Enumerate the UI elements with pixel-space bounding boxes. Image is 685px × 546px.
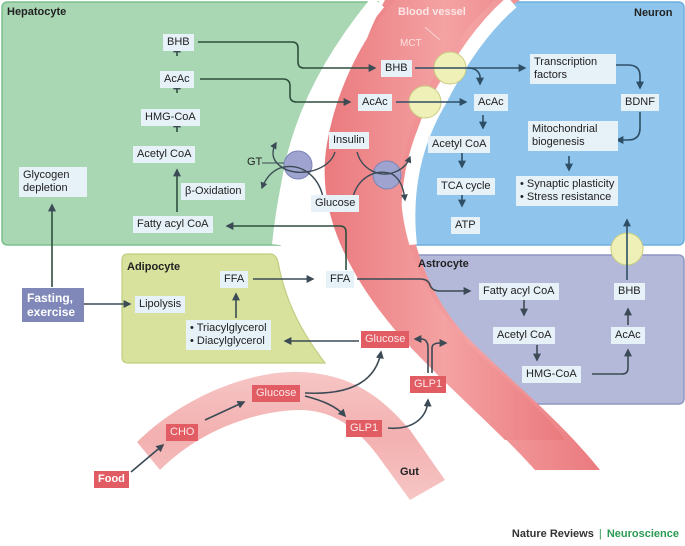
outcome-item: • Stress resistance bbox=[520, 191, 612, 203]
astrocyte-title: Astrocyte bbox=[418, 258, 469, 270]
adipocyte-region bbox=[121, 253, 327, 364]
outcome-item: • Synaptic plasticity bbox=[520, 178, 615, 190]
journal-section: Neuroscience bbox=[606, 528, 679, 540]
astrocyte-hmg-coa: HMG-CoA bbox=[522, 366, 581, 383]
mct-label: MCT bbox=[400, 38, 422, 49]
adipocyte-ffa: FFA bbox=[220, 271, 249, 288]
hepatocyte-hmg-coa: HMG-CoA bbox=[141, 109, 200, 126]
blood-glucose: Glucose bbox=[311, 195, 360, 212]
neuron-acac: AcAc bbox=[474, 94, 508, 111]
gut-title: Gut bbox=[400, 466, 419, 478]
gut-glucose: Glucose bbox=[252, 385, 301, 402]
neuron-acetyl-coa: Acetyl CoA bbox=[428, 136, 491, 153]
neuron-outcomes: • Synaptic plasticity • Stress resistanc… bbox=[516, 176, 619, 206]
gt-transporter-hepatocyte bbox=[283, 150, 313, 180]
blood-vessel-title: Blood vessel bbox=[398, 6, 466, 18]
glycerol-item: • Triacylglycerol bbox=[190, 322, 267, 334]
gut-glp1: GLP1 bbox=[346, 420, 383, 437]
astrocyte-acetyl-coa: Acetyl CoA bbox=[493, 327, 556, 344]
blood-ffa: FFA bbox=[326, 271, 355, 288]
neuron-atp: ATP bbox=[451, 217, 480, 234]
blood-insulin: Insulin bbox=[329, 132, 369, 149]
beta-oxidation-label: β-Oxidation bbox=[181, 183, 246, 200]
neuron-title: Neuron bbox=[634, 7, 673, 19]
neuron-bdnf: BDNF bbox=[621, 94, 659, 111]
blood-bhb: BHB bbox=[381, 60, 412, 77]
glycerol-item: • Diacylglycerol bbox=[190, 335, 265, 347]
blood-glp1: GLP1 bbox=[410, 376, 447, 393]
journal-separator: | bbox=[598, 528, 602, 540]
adipocyte-lipolysis: Lipolysis bbox=[135, 296, 186, 313]
adipocyte-title: Adipocyte bbox=[127, 261, 181, 273]
adipocyte-glycerols: • Triacylglycerol • Diacylglycerol bbox=[186, 320, 271, 350]
fasting-exercise-label: Fasting, exercise bbox=[22, 288, 84, 322]
hepatocyte-acac: AcAc bbox=[160, 71, 194, 88]
blood-glucose-red: Glucose bbox=[361, 331, 410, 348]
blood-acac: AcAc bbox=[358, 94, 392, 111]
astrocyte-fatty-acyl-coa: Fatty acyl CoA bbox=[479, 283, 559, 300]
gut-band bbox=[137, 371, 445, 500]
neuron-transcription-factors: Transcription factors bbox=[530, 54, 616, 84]
hepatocyte-fatty-acyl-coa: Fatty acyl CoA bbox=[133, 216, 213, 233]
hepatocyte-acetyl-coa: Acetyl CoA bbox=[133, 146, 196, 163]
neuron-tca-cycle: TCA cycle bbox=[437, 178, 495, 195]
journal-credit: Nature Reviews | Neuroscience bbox=[512, 528, 679, 540]
astrocyte-acac: AcAc bbox=[611, 327, 645, 344]
journal-name: Nature Reviews bbox=[511, 528, 594, 540]
hepatocyte-bhb: BHB bbox=[163, 34, 194, 51]
mct-pointer bbox=[424, 26, 441, 41]
gut-cho: CHO bbox=[166, 424, 199, 441]
gt-transporter-neuron bbox=[372, 160, 402, 190]
neuron-mitochondrial-biogenesis: Mitochondrial biogenesis bbox=[528, 121, 618, 151]
astrocyte-bhb: BHB bbox=[614, 283, 645, 300]
hepatocyte-title: Hepatocyte bbox=[7, 6, 67, 18]
glycogen-depletion: Glycogen depletion bbox=[19, 167, 87, 197]
gt-label: GT bbox=[247, 156, 263, 168]
gut-food: Food bbox=[94, 471, 129, 488]
